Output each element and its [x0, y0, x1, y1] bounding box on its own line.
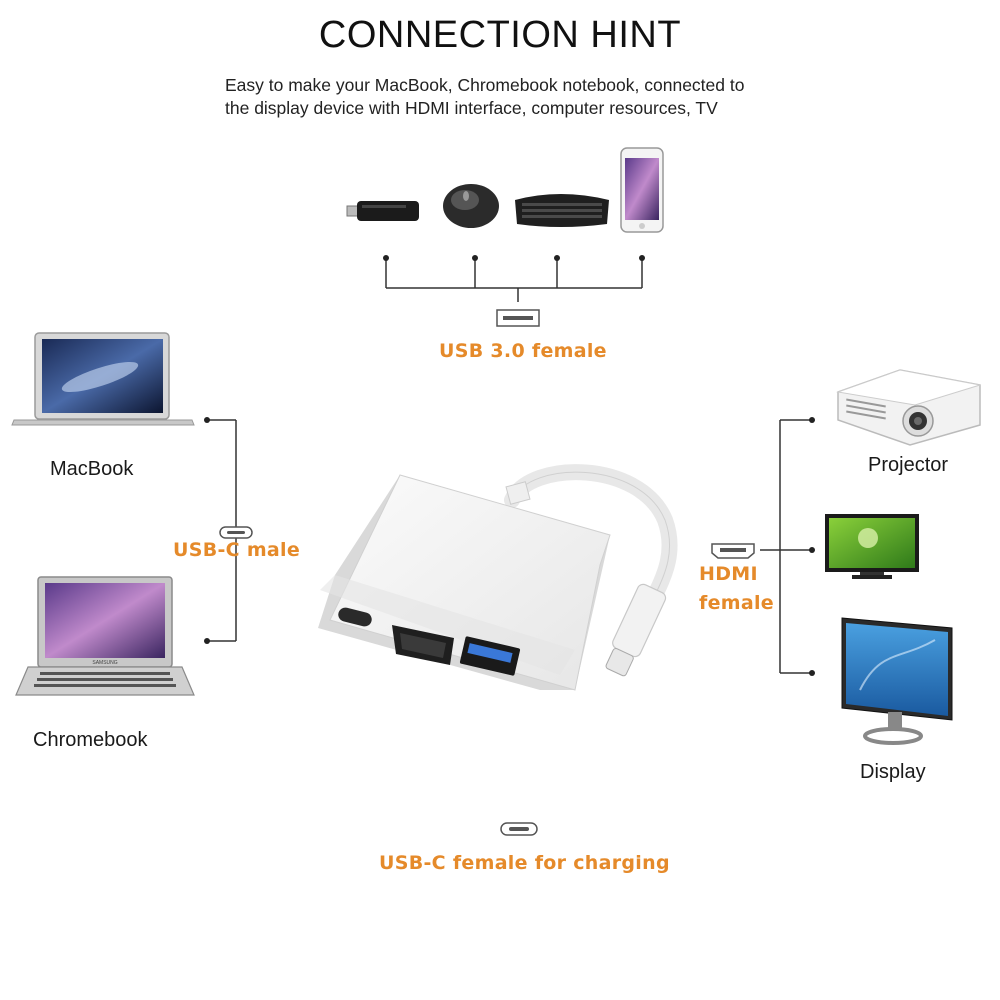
usbc-port-icon [219, 526, 253, 539]
laptop-logo: SAMSUNG [92, 660, 117, 666]
laptop-icon [11, 332, 195, 426]
display-label: Display [860, 761, 926, 783]
phone-icon [620, 147, 664, 233]
usb3-female-label: USB 3.0 female [439, 340, 607, 362]
tv-icon [825, 514, 919, 579]
subtitle-line-2: the display device with HDMI interface, … [225, 98, 718, 118]
hdmi-female-label-line2: female [699, 592, 774, 614]
keyboard-icon [515, 194, 609, 227]
usb-connector-lines [385, 258, 643, 302]
mouse-icon [443, 184, 499, 228]
usb-flash-drive-icon [346, 201, 419, 221]
chromebook-label: Chromebook [33, 729, 148, 751]
adapter-image [318, 464, 678, 691]
usbc-port-icon [500, 822, 538, 836]
usbc-male-label: USB-C male [173, 539, 301, 561]
hdmi-port-icon [711, 543, 755, 559]
projector-icon [836, 369, 981, 446]
page-title: CONNECTION HINT [318, 14, 682, 56]
subtitle-line-1: Easy to make your MacBook, Chromebook no… [225, 75, 745, 95]
hdmi-female-label-line1: HDMI [699, 563, 758, 585]
hdmi-lines [760, 419, 812, 674]
monitor-icon [841, 617, 953, 745]
laptop-icon: SAMSUNG [15, 576, 195, 696]
macbook-label: MacBook [50, 458, 134, 480]
usbc-charging-label: USB-C female for charging [379, 852, 670, 874]
subtitle: Easy to make your MacBook, Chromebook no… [225, 74, 845, 120]
projector-label: Projector [868, 454, 949, 476]
usb-port-icon [496, 309, 540, 327]
